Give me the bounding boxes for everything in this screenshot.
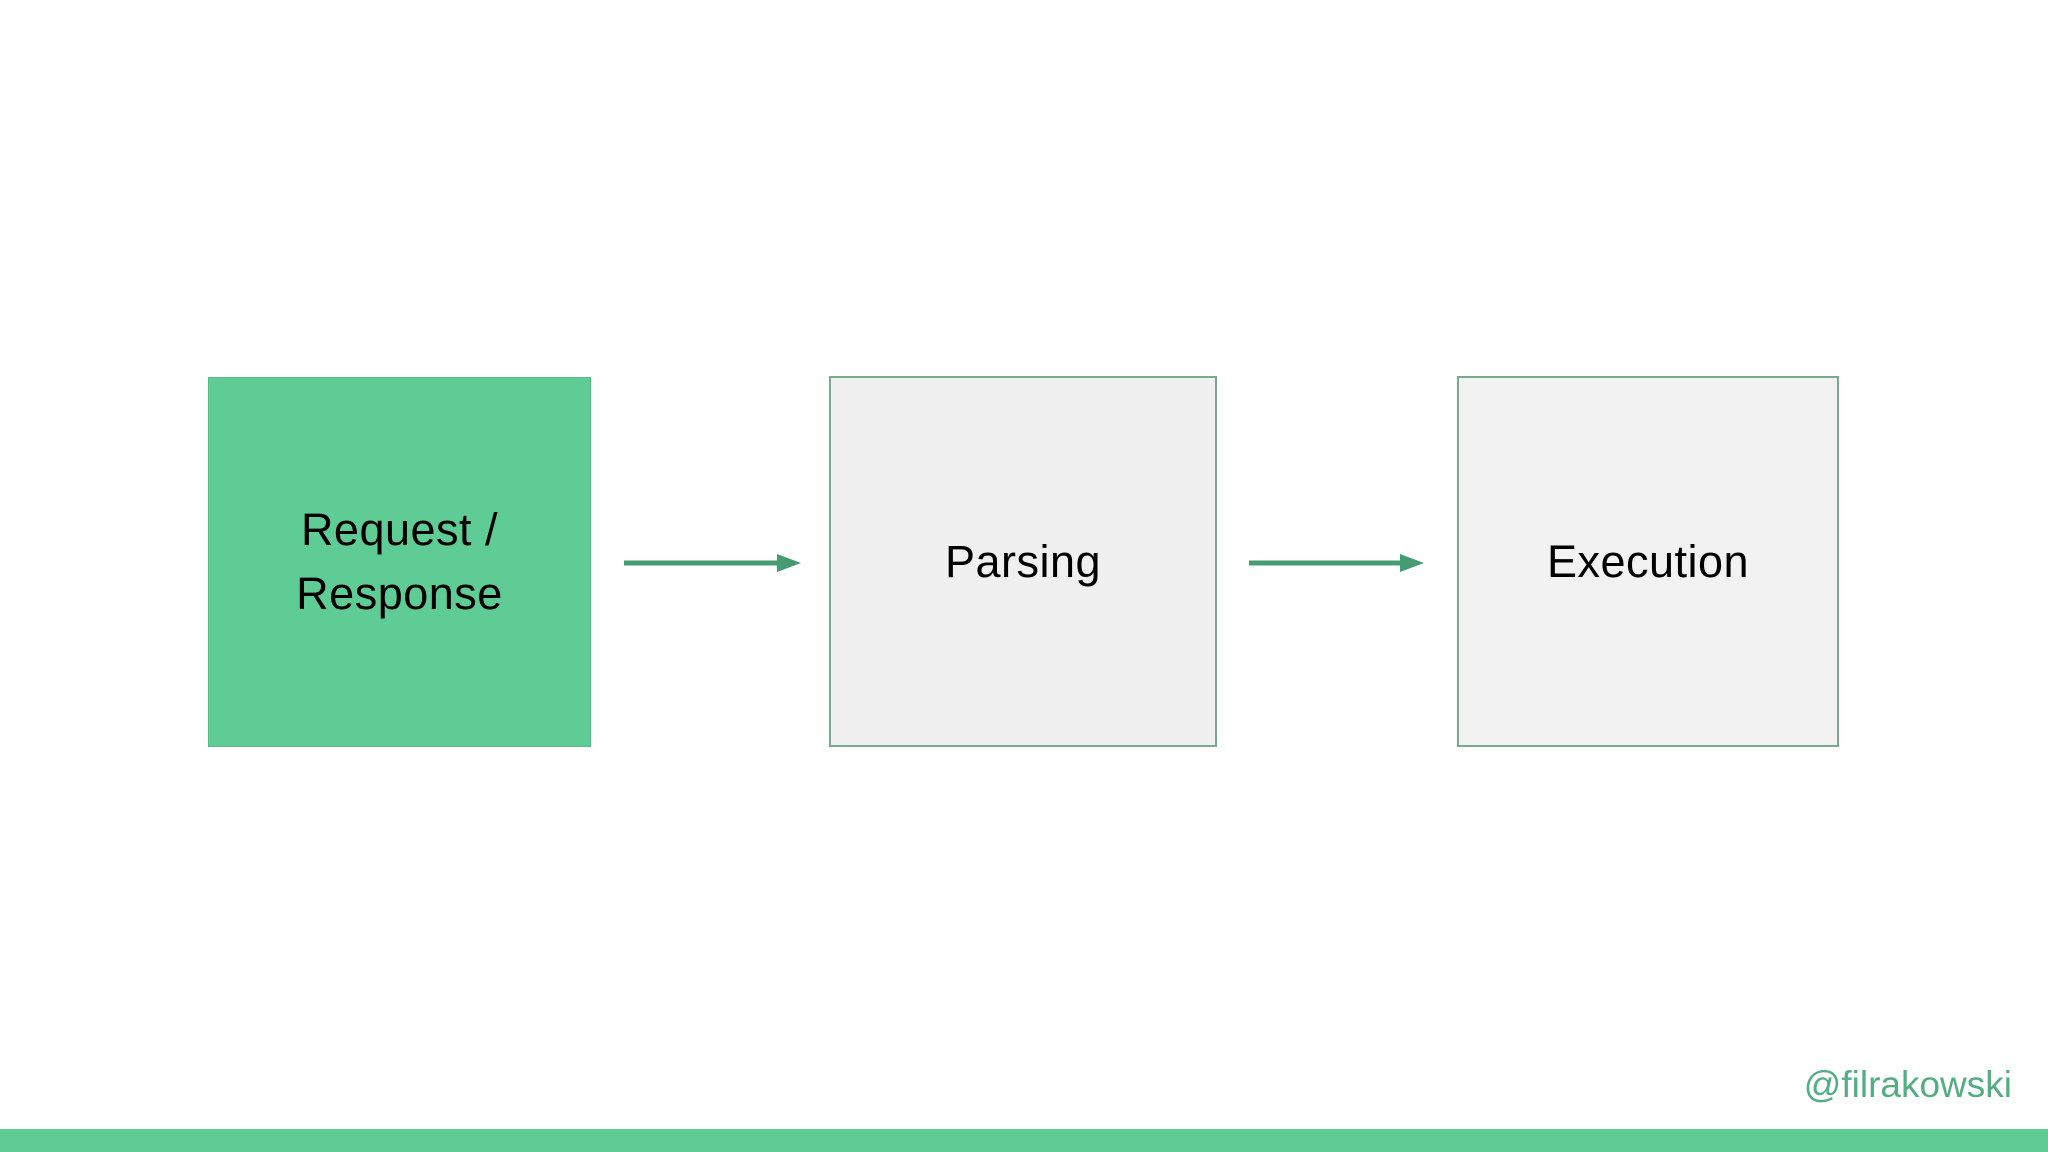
- arrow-right-icon: [1248, 553, 1424, 573]
- node-request-response-label: Request / Response: [296, 504, 503, 619]
- node-request-response: Request / Response: [208, 377, 591, 747]
- node-execution: Execution: [1457, 376, 1839, 747]
- node-execution-label: Execution: [1546, 535, 1750, 587]
- node-parsing-label: Parsing: [944, 535, 1102, 587]
- footer-accent-bar: [0, 1129, 2048, 1152]
- watermark-handle: @filrakowski: [1803, 1064, 2012, 1105]
- node-parsing: Parsing: [829, 376, 1217, 747]
- arrow-right-icon: [623, 553, 801, 573]
